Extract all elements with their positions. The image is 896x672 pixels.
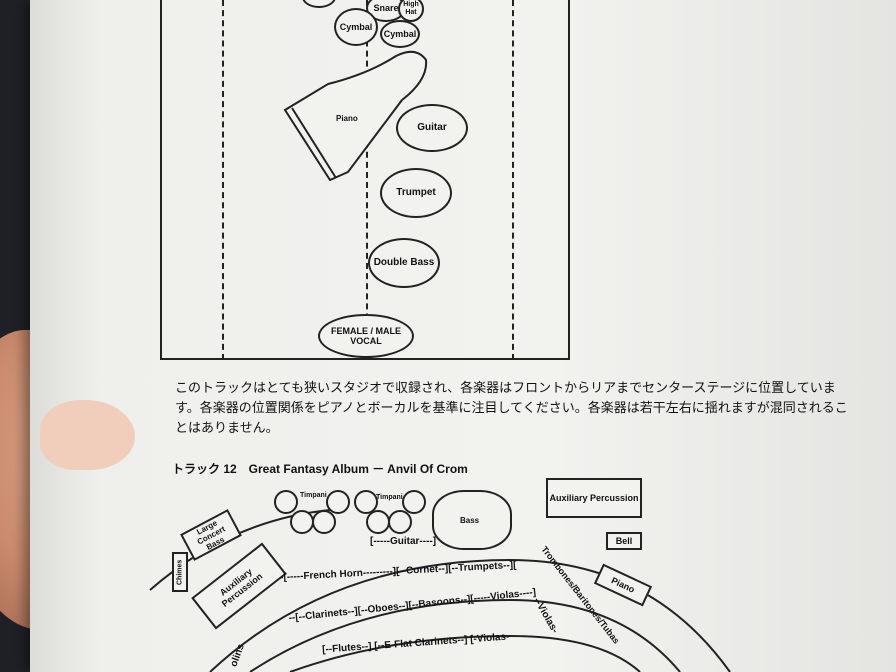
trumpet: Trumpet (380, 168, 452, 218)
cymbal-1: Cymbal (334, 8, 378, 46)
divider-line (366, 0, 368, 360)
piano-shape (283, 50, 428, 182)
guitar: Guitar (396, 104, 468, 152)
chimes: Chimes (172, 552, 188, 592)
timpani-drum (290, 510, 314, 534)
stage-box (160, 0, 570, 360)
timpani-drum (388, 510, 412, 534)
paper-sheet: Snare High Hat Cymbal Cymbal Piano Guita… (30, 0, 896, 672)
high-hat: High Hat (398, 0, 424, 22)
timpani-drum (366, 510, 390, 534)
track-heading: トラック 12 Great Fantasy Album － Anvil Of C… (172, 462, 468, 476)
timpani-drum (326, 490, 350, 514)
double-bass: Double Bass (368, 238, 440, 288)
timpani-drum (402, 490, 426, 514)
thumb (40, 400, 135, 470)
divider-line (512, 0, 514, 360)
timpani-drum (274, 490, 298, 514)
bass-cluster (432, 490, 512, 550)
timpani-label: Timpani (300, 492, 327, 499)
vocal: FEMALE / MALE VOCAL (318, 314, 414, 358)
auxiliary-percussion-right: Auxiliary Percussion (546, 478, 642, 518)
cymbal-2: Cymbal (380, 20, 420, 48)
timpani-label: Timpani (376, 494, 403, 501)
divider-line (222, 0, 224, 360)
piano-label: Piano (336, 114, 358, 123)
caption-text: このトラックはとても狭いスタジオで収録され、各楽器はフロントからリアまでセンター… (175, 380, 848, 435)
timpani-drum (312, 510, 336, 534)
timpani-drum (354, 490, 378, 514)
bell: Bell (606, 532, 642, 550)
guitar-row: [-----Guitar----] (370, 536, 437, 547)
bass-label: Bass (460, 516, 480, 525)
